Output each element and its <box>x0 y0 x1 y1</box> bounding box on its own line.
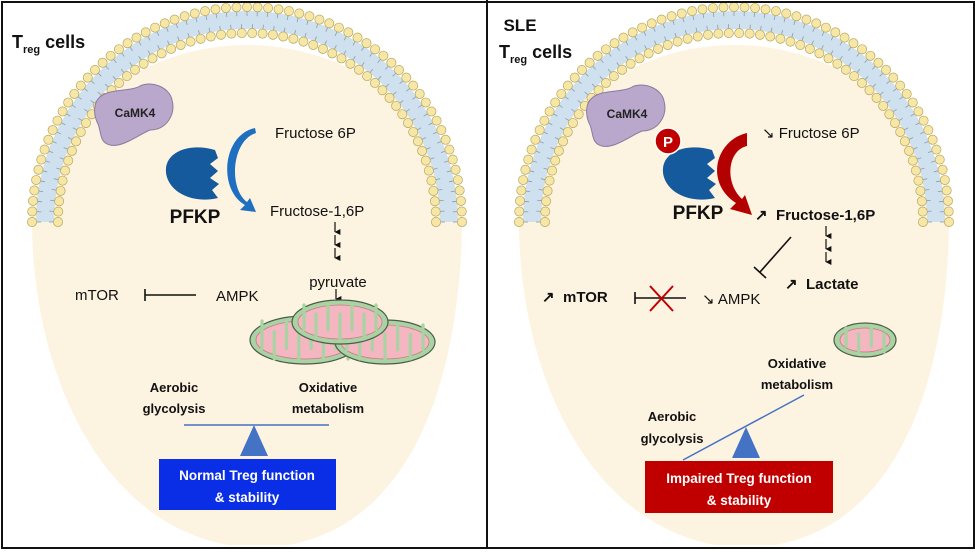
panel-divider <box>486 0 488 549</box>
